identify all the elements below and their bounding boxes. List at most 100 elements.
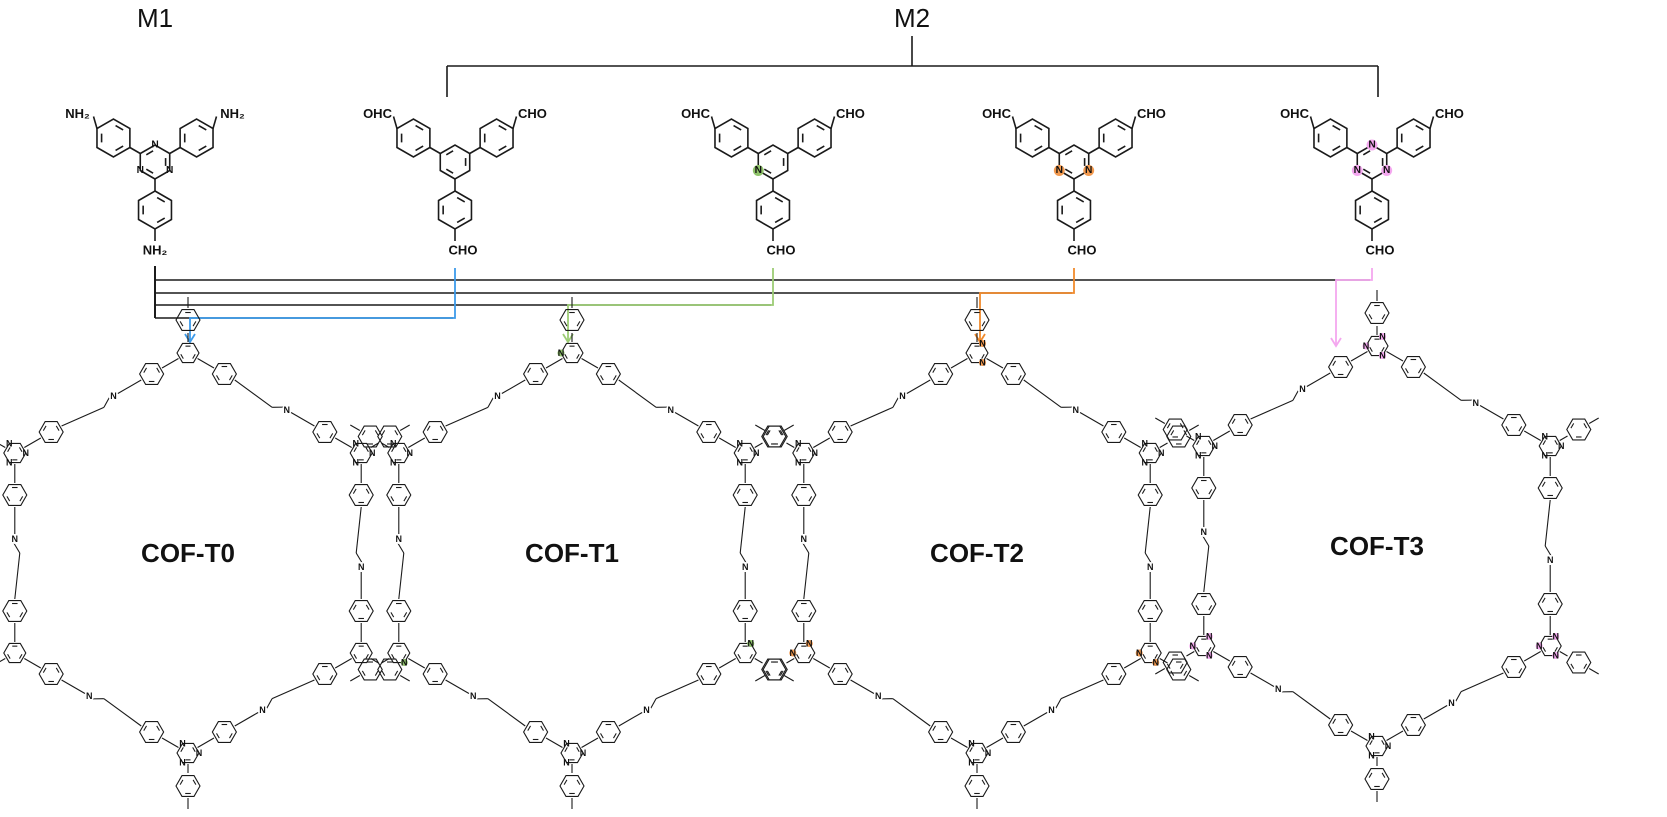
nitrogen-mask — [798, 534, 809, 544]
ring-outline — [3, 642, 27, 664]
linker-bond — [334, 658, 352, 669]
core-node-ring: NNN — [1362, 331, 1389, 361]
double-bond — [1518, 668, 1523, 674]
arm-bond — [1346, 146, 1358, 155]
nitrogen-mask — [1545, 555, 1556, 565]
imine-bond — [103, 698, 142, 727]
tolyl-ring — [1566, 651, 1592, 674]
linker-phenyl-ring — [2, 484, 28, 506]
nitrogen-atom: N — [1552, 651, 1559, 661]
aldehyde-group: OHC — [982, 106, 1012, 121]
nitrogen-mask — [1046, 705, 1057, 715]
imine-bond — [355, 506, 362, 554]
double-bond — [192, 353, 196, 359]
double-bond — [527, 367, 532, 373]
ring-outline — [1101, 421, 1127, 443]
double-bond — [564, 747, 568, 753]
linker-phenyl-ring — [1501, 656, 1527, 678]
triazine-node-ring: NNN — [1365, 731, 1391, 761]
phenyl-ring — [137, 190, 173, 230]
amine-group: NH₂ — [220, 106, 245, 121]
double-bond — [1583, 423, 1588, 429]
arrow-to-cof-t1 — [567, 268, 774, 342]
double-bond — [576, 779, 581, 785]
methyl-bond — [755, 675, 766, 682]
aldehyde-group: CHO — [1068, 243, 1097, 258]
linker-bond — [813, 658, 831, 669]
arrow-to-cof-t3-arrowhead — [1330, 337, 1342, 348]
nitrogen-mask — [108, 391, 119, 401]
imine-bond — [1079, 412, 1104, 427]
tolyl-ring — [762, 425, 788, 448]
amine-group: NH₂ — [143, 243, 168, 258]
nitrogen-mask — [1446, 698, 1457, 708]
imine-nitrogen: N — [1201, 527, 1208, 537]
double-bond — [981, 747, 985, 753]
linker-phenyl-ring — [1400, 356, 1427, 378]
double-bond — [1179, 663, 1184, 669]
terminal-bond — [1309, 116, 1315, 129]
ring-outline — [386, 484, 412, 506]
ring-outline — [522, 363, 549, 385]
double-bond — [749, 604, 754, 610]
double-bond — [1381, 314, 1386, 320]
framework-label: COF-T3 — [1330, 531, 1424, 561]
tolyl-ring — [357, 425, 383, 448]
ring-outline — [761, 425, 787, 448]
tolyl-ring — [1566, 418, 1592, 441]
double-bond — [945, 367, 949, 373]
methyl-bond — [1155, 417, 1166, 424]
tolyl-bond — [0, 443, 6, 448]
triazine-node-ring: NNN — [560, 738, 586, 768]
connector-lines — [154, 266, 1373, 348]
double-bond — [779, 430, 784, 436]
nitrogen-mask — [1362, 342, 1370, 350]
aldehyde-group: CHO — [1435, 106, 1464, 121]
double-bond — [540, 725, 544, 731]
ring-outline — [422, 663, 448, 685]
linker-phenyl-ring — [791, 484, 817, 506]
ring-outline — [1227, 414, 1253, 436]
double-bond — [374, 430, 379, 436]
ring-outline — [1364, 302, 1390, 324]
imine-bond — [445, 679, 470, 694]
imine-nitrogen: N — [396, 534, 403, 544]
nitrogen-atom: N — [166, 165, 173, 176]
group-label-m2: M2 — [894, 3, 930, 33]
double-bond — [6, 612, 11, 618]
ring-outline — [357, 425, 383, 448]
ring-outline — [176, 342, 200, 364]
double-bond — [329, 675, 334, 681]
core-node-ring: NN — [789, 638, 816, 664]
triazine-node-ring: NNN — [965, 738, 991, 768]
phenyl-ring — [755, 190, 791, 230]
double-bond — [807, 653, 812, 659]
ring-outline — [1227, 656, 1253, 678]
nitrogen-mask — [1552, 652, 1560, 660]
double-bond — [1118, 675, 1123, 681]
linker-phenyl-ring — [312, 663, 338, 685]
double-bond — [1405, 726, 1409, 732]
ring-outline — [1101, 663, 1127, 685]
nitrogen-mask — [1470, 398, 1481, 408]
nitrogen-atom: N — [806, 638, 813, 648]
tolyl-bond — [786, 658, 795, 664]
double-bond — [1369, 346, 1373, 352]
imine-nitrogen: N — [110, 391, 117, 401]
imine-bond — [618, 379, 657, 408]
nitrogen-mask — [641, 705, 652, 715]
double-bond — [180, 353, 184, 359]
double-bond — [1332, 360, 1337, 366]
double-bond — [795, 612, 800, 618]
double-bond — [1179, 423, 1184, 429]
imine-nitrogen: N — [12, 534, 19, 544]
linker-phenyl-ring — [38, 421, 64, 443]
linker-phenyl-ring — [1137, 484, 1163, 506]
imine-bond — [1306, 372, 1331, 387]
double-bond — [1183, 670, 1188, 676]
double-bond — [228, 375, 233, 381]
nitrogen-atom: N — [1368, 731, 1375, 741]
linker-phenyl-ring — [927, 721, 954, 743]
linker-bond — [718, 437, 736, 448]
